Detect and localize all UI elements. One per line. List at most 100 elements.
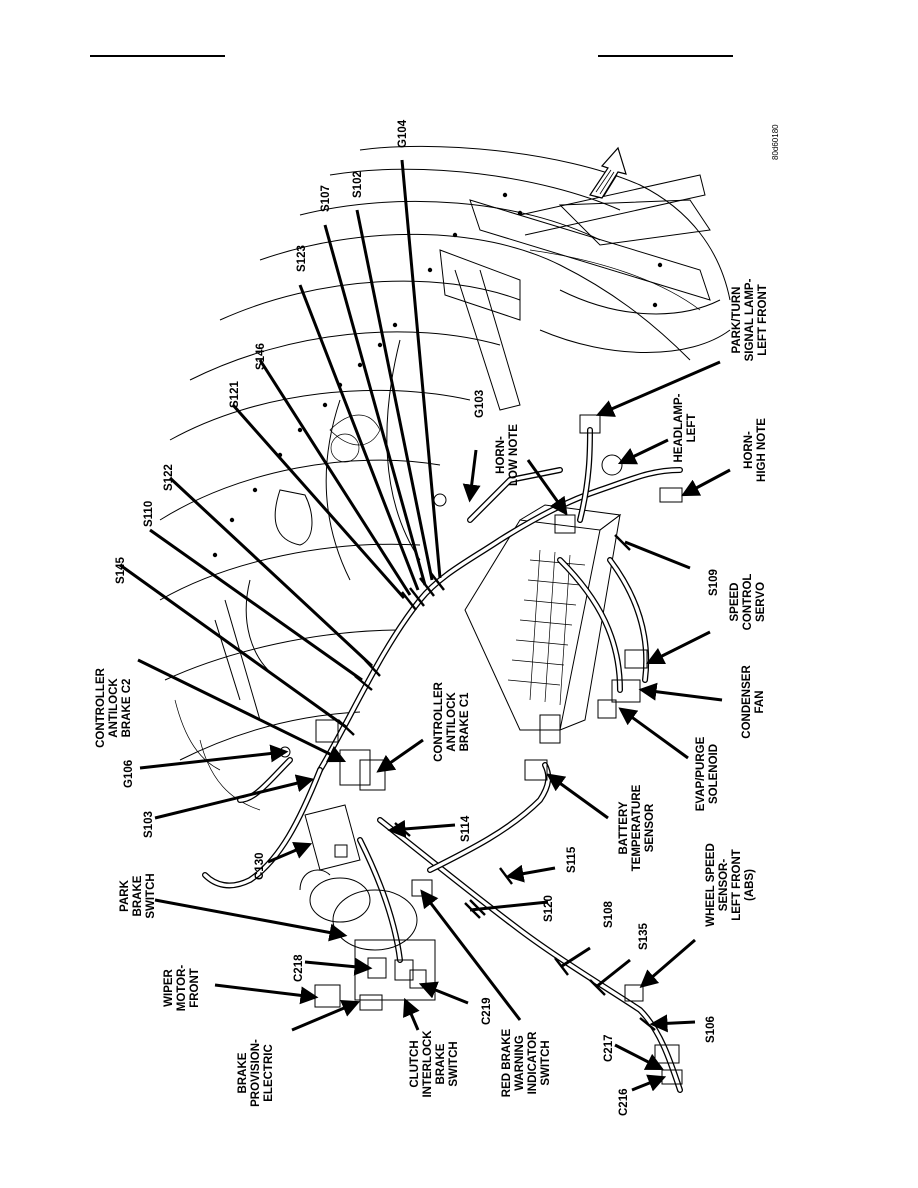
label-s103: S103 (143, 811, 155, 838)
svg-text:INTERLOCK: INTERLOCK (422, 1030, 434, 1098)
svg-text:ELECTRIC: ELECTRIC (263, 1044, 275, 1102)
svg-text:PARK/TURN: PARK/TURN (731, 287, 743, 354)
label-controller-antilock-brake-c1: CONTROLLER ANTILOCK BRAKE C1 (433, 681, 471, 762)
label-park-brake-switch: PARK BRAKE SWITCH (119, 873, 157, 918)
svg-text:SENSOR-: SENSOR- (718, 859, 730, 912)
label-speed-control-servo: SPEED CONTROL SERVO (729, 574, 767, 631)
svg-text:SPEED: SPEED (729, 583, 741, 622)
label-s102: S102 (352, 171, 364, 198)
svg-text:CLUTCH: CLUTCH (409, 1040, 421, 1087)
label-controller-antilock-brake-c2: CONTROLLER ANTILOCK BRAKE C2 (95, 667, 133, 748)
svg-text:EVAP/PURGE: EVAP/PURGE (695, 736, 707, 811)
label-brake-provision-electric: BRAKE PROVISION- ELECTRIC (237, 1039, 275, 1107)
svg-text:TEMPERATURE: TEMPERATURE (631, 784, 643, 871)
svg-text:HIGH NOTE: HIGH NOTE (756, 418, 768, 482)
label-s146: S146 (255, 343, 267, 370)
header-rule-right (598, 55, 733, 57)
svg-text:BRAKE: BRAKE (132, 875, 144, 916)
label-c130: C130 (254, 853, 266, 881)
label-s122: S122 (163, 464, 175, 491)
label-s107: S107 (320, 185, 332, 212)
label-red-brake-warning-indicator-switch: RED BRAKE WARNING INDICATOR SWITCH (501, 1028, 552, 1097)
svg-text:HORN-: HORN- (743, 431, 755, 469)
label-park-turn-signal-lamp-left-front: PARK/TURN SIGNAL LAMP- LEFT FRONT (731, 278, 769, 361)
label-s108: S108 (603, 901, 615, 928)
label-clutch-interlock-brake-switch: CLUTCH INTERLOCK BRAKE SWITCH (409, 1030, 460, 1098)
label-s115: S115 (566, 846, 578, 873)
svg-text:FAN: FAN (754, 691, 766, 714)
svg-text:LOW NOTE: LOW NOTE (508, 424, 520, 486)
svg-text:CONDENSER: CONDENSER (741, 665, 753, 739)
label-condenser-fan: CONDENSER FAN (741, 665, 766, 739)
svg-text:RED BRAKE: RED BRAKE (501, 1028, 513, 1097)
label-wiper-motor-front: WIPER MOTOR- FRONT (163, 965, 201, 1012)
label-evap-purge-solenoid: EVAP/PURGE SOLENOID (695, 736, 720, 811)
svg-text:LEFT FRONT: LEFT FRONT (757, 284, 769, 356)
svg-text:HEADLAMP-: HEADLAMP- (673, 393, 685, 462)
svg-text:PROVISION-: PROVISION- (250, 1039, 262, 1107)
splice-marks (337, 534, 656, 1031)
svg-text:CONTROLLER: CONTROLLER (433, 681, 445, 762)
svg-text:WARNING: WARNING (514, 1035, 526, 1091)
label-c218: C218 (293, 954, 305, 982)
leader-lines (119, 159, 731, 1092)
wiring-harness (202, 427, 683, 1093)
svg-text:BRAKE C2: BRAKE C2 (121, 679, 133, 738)
svg-text:LEFT: LEFT (686, 414, 698, 443)
svg-text:LEFT FRONT: LEFT FRONT (731, 849, 743, 921)
svg-text:CONTROLLER: CONTROLLER (95, 667, 107, 748)
label-g104: G104 (397, 119, 409, 148)
forward-direction-arrow (589, 146, 627, 199)
vehicle-body-sketch (159, 145, 731, 811)
svg-text:SWITCH: SWITCH (540, 1040, 552, 1085)
svg-text:MOTOR-: MOTOR- (176, 965, 188, 1012)
svg-text:SIGNAL LAMP-: SIGNAL LAMP- (744, 278, 756, 361)
label-s123: S123 (296, 245, 308, 272)
label-wheel-speed-sensor-left-front: WHEEL SPEED SENSOR- LEFT FRONT (ABS) (705, 843, 756, 927)
svg-text:FRONT: FRONT (189, 968, 201, 1008)
svg-text:BRAKE: BRAKE (435, 1043, 447, 1084)
label-headlamp-left: HEADLAMP- LEFT (673, 393, 698, 462)
svg-text:CONTROL: CONTROL (742, 574, 754, 631)
label-s109: S109 (708, 569, 720, 596)
label-s110: S110 (143, 501, 155, 527)
label-g103: G103 (474, 390, 486, 418)
label-s106: S106 (705, 1016, 717, 1043)
svg-text:SWITCH: SWITCH (145, 873, 157, 918)
svg-text:INDICATOR: INDICATOR (527, 1031, 539, 1095)
svg-text:WIPER: WIPER (163, 968, 175, 1006)
svg-text:HORN-: HORN- (495, 436, 507, 474)
header-rule-left (90, 55, 225, 57)
label-g106: G106 (123, 760, 135, 788)
svg-text:BRAKE: BRAKE (237, 1052, 249, 1093)
label-c219: C219 (481, 998, 493, 1026)
svg-text:(ABS): (ABS) (744, 869, 756, 901)
svg-text:WHEEL SPEED: WHEEL SPEED (705, 843, 717, 927)
svg-text:SERVO: SERVO (755, 582, 767, 622)
svg-text:BATTERY: BATTERY (618, 801, 630, 854)
label-s121: S121 (229, 381, 241, 408)
svg-text:ANTILOCK: ANTILOCK (108, 678, 120, 738)
label-c217: C217 (603, 1035, 615, 1063)
power-distribution-center (464, 504, 622, 744)
label-s120: S120 (543, 895, 555, 922)
svg-text:BRAKE C1: BRAKE C1 (459, 692, 471, 751)
svg-text:ANTILOCK: ANTILOCK (446, 692, 458, 752)
components (279, 414, 683, 1085)
label-s145: S145 (115, 557, 127, 584)
svg-text:PARK: PARK (119, 879, 131, 911)
svg-text:SENSOR: SENSOR (644, 803, 656, 852)
svg-text:SWITCH: SWITCH (448, 1041, 460, 1086)
label-c216: C216 (618, 1089, 630, 1117)
label-battery-temperature-sensor: BATTERY TEMPERATURE SENSOR (618, 784, 656, 871)
labels: G104 S102 S107 S123 S146 S121 S122 S110 … (95, 119, 780, 1116)
body-fastener-dots (212, 192, 663, 558)
svg-text:SOLENOID: SOLENOID (708, 744, 720, 804)
label-horn-low-note: HORN- LOW NOTE (495, 424, 520, 486)
figure-number: 80d60180 (771, 124, 780, 160)
label-horn-high-note: HORN- HIGH NOTE (743, 418, 768, 482)
label-s114: S114 (460, 815, 472, 842)
label-s135: S135 (638, 923, 650, 950)
